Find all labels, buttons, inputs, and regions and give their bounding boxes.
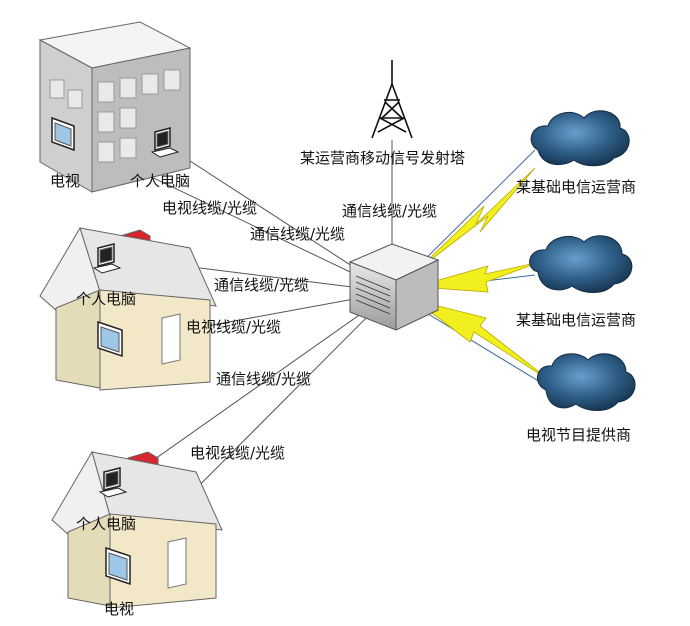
house1-pc-label: 个人电脑 <box>76 290 137 308</box>
cable-house2-tv-label: 电视线缆/光缆 <box>190 444 286 462</box>
house2-tv-icon <box>105 546 131 586</box>
signal-tower-icon <box>371 60 413 139</box>
house2-pc-label: 个人电脑 <box>76 515 137 533</box>
lightning-bolt-1 <box>427 167 536 263</box>
tower-label: 某运营商移动信号发射塔 <box>300 149 466 167</box>
network-switch-icon <box>348 243 440 331</box>
cloud-telecom-2-icon <box>529 235 633 293</box>
lightning-bolt-2 <box>431 261 541 293</box>
house1-pc-icon <box>92 243 122 274</box>
office-tv-label: 电视 <box>50 172 81 190</box>
office-pc-icon <box>150 127 180 158</box>
house-2 <box>51 450 223 609</box>
office-tv-icon <box>51 116 75 152</box>
lightning-bolts <box>427 167 553 383</box>
telecom-2-label: 某基础电信运营商 <box>516 311 637 329</box>
lightning-bolt-3 <box>427 303 553 383</box>
house2-tv-label: 电视 <box>104 600 135 618</box>
cable-house1-comm-label: 通信线缆/光缆 <box>214 276 310 294</box>
house-1-side <box>99 289 211 391</box>
house1-tv-icon <box>97 320 123 358</box>
telecom-1-label: 某基础电信运营商 <box>516 178 637 196</box>
cloud-tv-provider-icon <box>537 353 636 411</box>
house2-pc-icon <box>98 467 128 498</box>
line-house2-pc <box>117 291 393 486</box>
cable-office-comm-label: 通信线缆/光缆 <box>250 225 346 243</box>
office-pc-label: 个人电脑 <box>130 172 191 190</box>
building-windows <box>49 69 181 163</box>
tv-provider-label: 电视节目提供商 <box>526 426 632 444</box>
cloud-telecom-1-icon <box>530 110 630 167</box>
house-1 <box>39 226 217 391</box>
cable-office-tv-label: 电视线缆/光缆 <box>162 199 258 217</box>
cable-tower-label: 通信线缆/光缆 <box>342 202 438 220</box>
cable-house1-tv-label: 电视线缆/光缆 <box>186 318 282 336</box>
cable-house2-comm-label: 通信线缆/光缆 <box>216 370 312 388</box>
office-building <box>38 21 192 193</box>
